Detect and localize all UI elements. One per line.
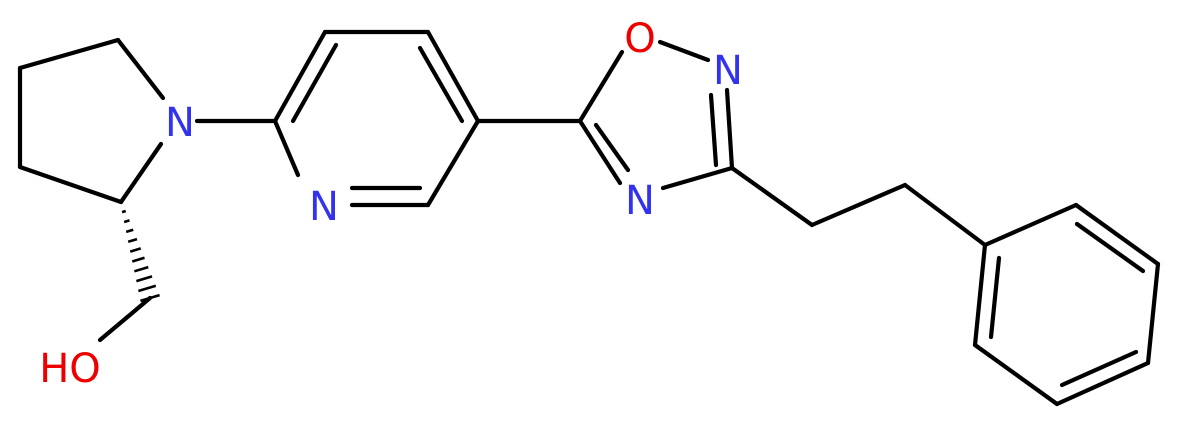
bond — [1054, 360, 1151, 407]
bond — [290, 42, 339, 124]
hash-line — [129, 247, 142, 253]
hash-line — [119, 200, 123, 204]
bond — [115, 37, 166, 101]
bond — [724, 87, 735, 171]
bond — [1074, 221, 1146, 274]
bond — [272, 118, 301, 178]
bond — [972, 342, 1060, 407]
ch2-oh-bond — [97, 295, 153, 343]
bond — [988, 255, 1002, 340]
bond — [577, 49, 625, 124]
bond — [708, 92, 719, 168]
bond — [272, 29, 328, 124]
bond — [417, 45, 465, 124]
bond — [17, 37, 121, 71]
bond — [1073, 202, 1161, 267]
bond — [425, 118, 481, 208]
bond — [657, 39, 711, 63]
hashed-wedge-bond — [119, 200, 160, 303]
atom-n2-oxadiazole: N — [713, 48, 743, 94]
atom-o-oxadiazole: O — [624, 16, 655, 62]
bond — [729, 165, 815, 228]
bond — [425, 29, 481, 124]
bond — [972, 242, 988, 348]
bond — [1059, 349, 1139, 388]
bond — [118, 141, 164, 205]
atom-hydroxyl: HO — [39, 346, 101, 392]
bond — [982, 202, 1079, 248]
bond — [17, 164, 124, 205]
pyridine-ring — [272, 29, 481, 208]
hash-line — [127, 237, 138, 243]
pyrrolidine-ring — [17, 37, 166, 205]
bond — [902, 182, 988, 248]
bond — [809, 182, 908, 228]
atom-n4-oxadiazole: N — [625, 178, 655, 224]
bond — [577, 118, 623, 186]
hash-line — [135, 275, 153, 283]
bond — [593, 122, 631, 173]
oxadiazole-ring — [577, 39, 735, 191]
ethyl-linker — [729, 165, 988, 248]
bond — [660, 165, 735, 191]
bond — [1145, 261, 1161, 366]
hash-line — [121, 209, 127, 214]
benzene-ring — [972, 202, 1161, 407]
atom-n-pyrrolidine: N — [165, 100, 195, 146]
hash-line — [123, 219, 130, 224]
atom-n-pyridine: N — [309, 184, 339, 230]
hash-line — [125, 228, 134, 234]
hash-line — [131, 256, 145, 263]
hash-line — [133, 265, 149, 273]
hash-line — [138, 284, 157, 293]
